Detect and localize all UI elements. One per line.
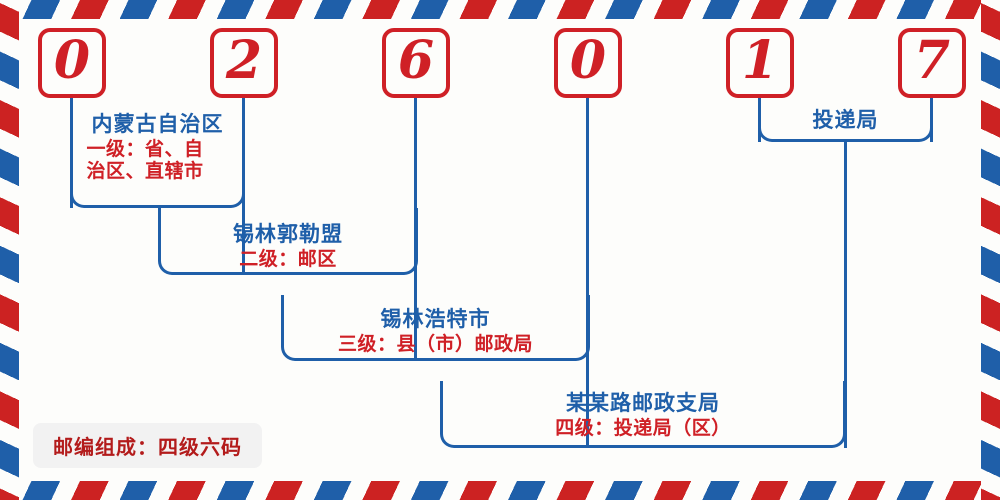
envelope-inner-area xyxy=(19,19,981,481)
level-3-box[interactable] xyxy=(281,295,590,361)
footer-badge: 邮编组成：四级六码 xyxy=(33,423,262,468)
level-3-desc: 三级：县（市）邮政局 xyxy=(337,333,533,355)
envelope-border-right xyxy=(981,0,1000,500)
envelope-border-left xyxy=(0,0,19,500)
delivery-office-box[interactable] xyxy=(758,98,933,142)
level-3-name: 锡林浩特市 xyxy=(380,307,491,331)
delivery-office-label: 投递局 xyxy=(812,108,879,132)
digit-glyph-5: 1 xyxy=(741,30,779,91)
level-4-name: 某某路邮政支局 xyxy=(566,391,720,415)
digit-glyph-2: 2 xyxy=(225,30,263,91)
level-2-box[interactable] xyxy=(158,208,418,275)
envelope-border-top xyxy=(0,0,1000,19)
level-1-desc-line2: 治区、直辖市 xyxy=(86,161,204,183)
level-2-name: 锡林郭勒盟 xyxy=(233,222,343,246)
level-2-text: 锡林郭勒盟 二级：邮区 xyxy=(158,222,418,271)
envelope-border-bottom xyxy=(0,481,1000,500)
connector-stem-digit-4 xyxy=(586,98,589,448)
digit-glyph-6: 7 xyxy=(913,30,951,91)
delivery-office-text: 投递局 xyxy=(758,108,933,133)
level-4-text: 某某路邮政支局 四级：投递局（区） xyxy=(440,391,846,440)
digit-glyph-3: 6 xyxy=(397,30,435,91)
level-3-text: 锡林浩特市 三级：县（市）邮政局 xyxy=(281,307,590,356)
digit-card-3[interactable]: 6 xyxy=(382,28,450,98)
digit-glyph-4: 0 xyxy=(569,30,607,91)
level-1-text: 内蒙古自治区 一级：省、自 治区、直辖市 xyxy=(70,112,245,184)
level-1-name: 内蒙古自治区 xyxy=(91,112,224,136)
digit-card-6[interactable]: 7 xyxy=(898,28,966,98)
digit-card-1[interactable]: 0 xyxy=(38,28,106,98)
digit-card-2[interactable]: 2 xyxy=(210,28,278,98)
digit-card-4[interactable]: 0 xyxy=(554,28,622,98)
level-2-desc: 二级：邮区 xyxy=(239,248,337,270)
digit-card-5[interactable]: 1 xyxy=(726,28,794,98)
digit-glyph-1: 0 xyxy=(53,30,91,91)
level-1-desc-line1: 一级：省、自 xyxy=(86,138,204,160)
level-1-box[interactable] xyxy=(70,98,245,208)
level-4-box[interactable] xyxy=(440,381,846,448)
level-4-desc: 四级：投递局（区） xyxy=(555,417,731,439)
connector-stem-delivery-office xyxy=(844,142,847,448)
